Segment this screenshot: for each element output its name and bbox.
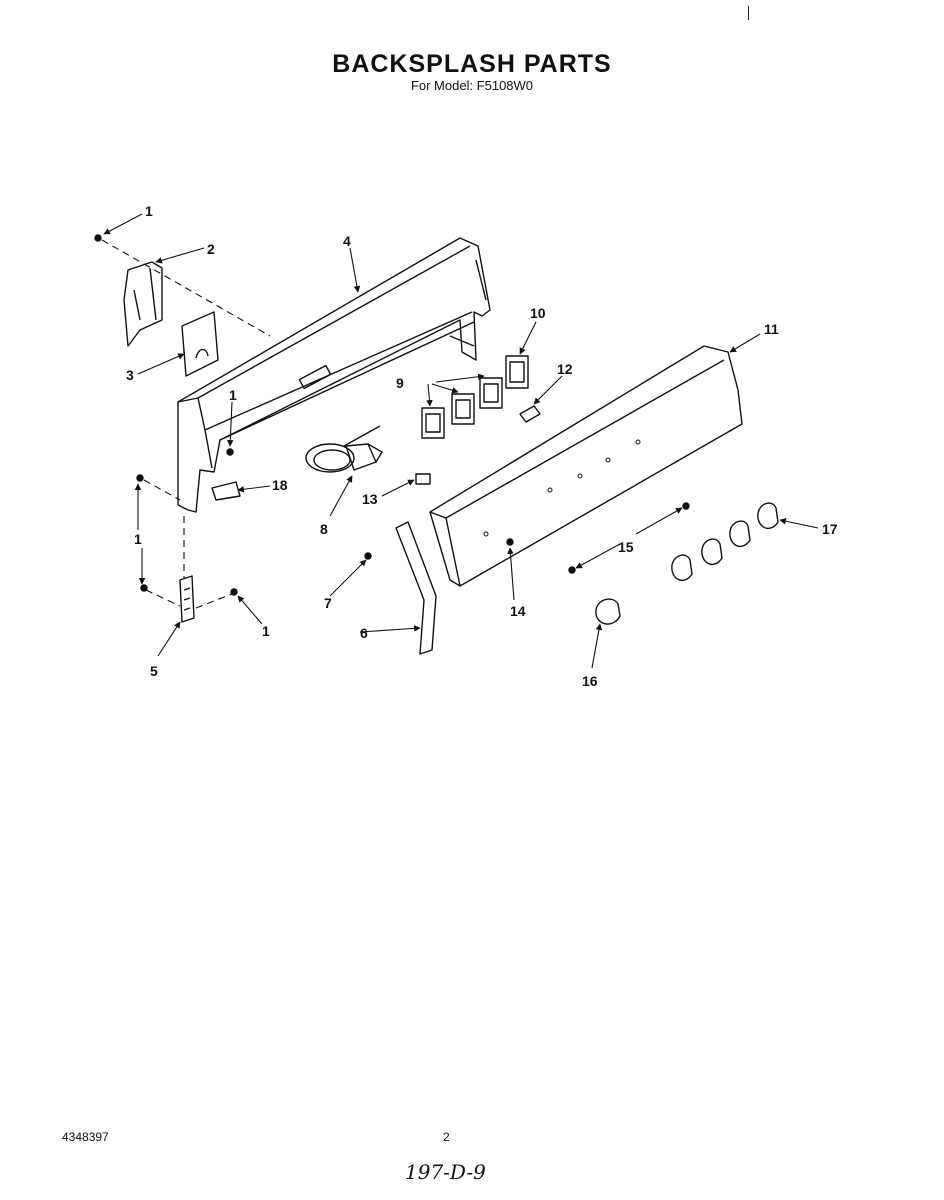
page-number: 2 bbox=[443, 1130, 450, 1144]
assembly-lines bbox=[101, 239, 271, 609]
part-16-knob bbox=[595, 598, 621, 625]
part-17-control-knobs bbox=[671, 502, 779, 581]
callout-3: 3 bbox=[126, 367, 134, 383]
callout-leaders bbox=[103, 213, 819, 669]
part-3-bracket bbox=[181, 311, 219, 377]
callout-5: 5 bbox=[150, 663, 158, 679]
callout-17: 17 bbox=[822, 521, 838, 537]
callout-4: 4 bbox=[343, 233, 351, 249]
callout-10: 10 bbox=[530, 305, 546, 321]
screws bbox=[94, 234, 690, 596]
callout-18: 18 bbox=[272, 477, 288, 493]
part-6-end-trim bbox=[395, 521, 437, 655]
callout-1d: 1 bbox=[262, 623, 270, 639]
callout-1c: 1 bbox=[134, 531, 142, 547]
callout-11: 11 bbox=[764, 321, 779, 337]
part-10-switch bbox=[505, 355, 529, 389]
callout-6: 6 bbox=[360, 625, 368, 641]
scan-mark bbox=[748, 6, 749, 20]
part-13-indicator bbox=[415, 473, 431, 485]
callout-15: 15 bbox=[618, 539, 634, 555]
callout-8: 8 bbox=[320, 521, 328, 537]
part-8-timer-harness bbox=[305, 425, 383, 473]
callout-2: 2 bbox=[207, 241, 215, 257]
part-5-end-bracket bbox=[179, 575, 195, 623]
part-12-lamp bbox=[519, 405, 541, 423]
callout-12: 12 bbox=[557, 361, 573, 377]
callout-9: 9 bbox=[396, 375, 404, 391]
callout-13: 13 bbox=[362, 491, 378, 507]
callout-1a: 1 bbox=[145, 203, 153, 219]
part-18-clip bbox=[211, 481, 241, 501]
part-4-backsplash-housing bbox=[177, 237, 491, 513]
part-9-infinite-switches bbox=[421, 377, 503, 439]
document-number: 4348397 bbox=[62, 1130, 109, 1144]
part-11-control-panel bbox=[429, 345, 743, 587]
callout-16: 16 bbox=[582, 673, 598, 689]
handwritten-note: 197-D-9 bbox=[405, 1160, 486, 1184]
model-subtitle: For Model: F5108W0 bbox=[410, 78, 534, 93]
callout-7: 7 bbox=[324, 595, 332, 611]
page-title: BACKSPLASH PARTS bbox=[332, 50, 612, 78]
callout-14: 14 bbox=[510, 603, 526, 619]
part-2-bracket bbox=[123, 261, 163, 347]
callout-labels: 1 2 3 4 1 18 1 1 5 8 13 9 10 12 11 7 6 1… bbox=[126, 203, 838, 689]
callout-1b: 1 bbox=[229, 387, 237, 403]
